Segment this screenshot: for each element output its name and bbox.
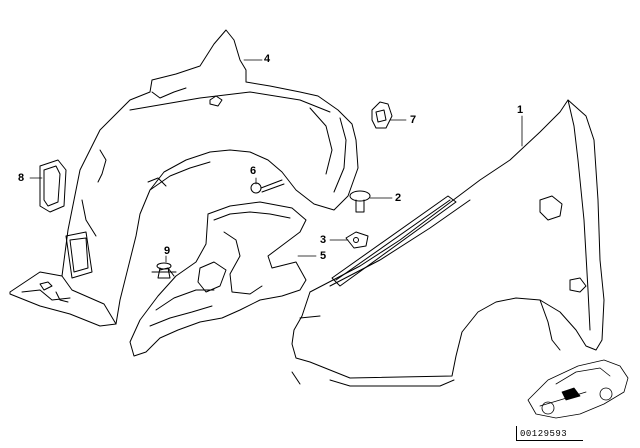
plug-part-9 [151, 262, 177, 279]
callout-9: 9 [164, 245, 171, 257]
callout-6: 6 [250, 165, 257, 177]
callout-8: 8 [18, 172, 25, 184]
diagram-id: 00129593 [520, 429, 568, 439]
wheel-arch-liner [9, 29, 359, 327]
leader-lines [29, 59, 523, 263]
vehicle-location-thumbnail [527, 359, 629, 419]
clip-part-7 [371, 101, 393, 129]
callout-1: 1 [517, 104, 524, 116]
callout-7: 7 [410, 114, 417, 126]
callout-2: 2 [395, 192, 402, 204]
bracket-part-8 [39, 159, 67, 213]
bolt-part-2 [349, 190, 371, 213]
callout-3: 3 [320, 234, 327, 246]
diagram-id-frame [516, 426, 583, 441]
callout-5: 5 [320, 250, 327, 262]
callout-4: 4 [264, 53, 271, 65]
fender-part-1 [291, 99, 605, 387]
front-liner-part-5 [129, 201, 307, 357]
nut-clip-part-3 [345, 231, 369, 249]
fender-trim-strip [331, 195, 457, 287]
